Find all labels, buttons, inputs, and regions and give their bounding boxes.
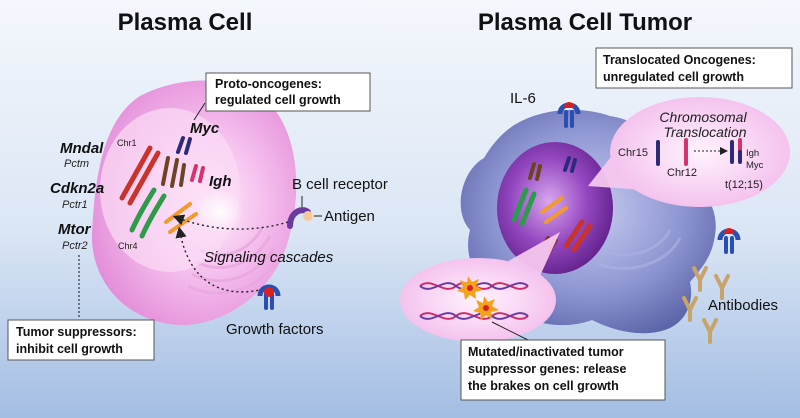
- chromosome-chr1: [119, 145, 161, 206]
- tumor-inner-membrane: [597, 229, 682, 270]
- chr4-label: Chr4: [118, 241, 138, 251]
- gene-cdkn2a-label: Cdkn2a: [50, 180, 104, 197]
- tumor-suppressors-box: Tumor suppressors: inhibit cell growth: [7, 319, 155, 361]
- suppressor-box-line2: inhibit cell growth: [16, 342, 123, 356]
- mutated-box-line1: Mutated/inactivated tumor: [468, 345, 624, 359]
- mutation-burst-2: [473, 296, 499, 320]
- chromosome-myc: [176, 136, 192, 155]
- myc-result-label: Myc: [746, 160, 764, 171]
- tumor-chromosome-red: [563, 219, 593, 253]
- gene-pctr2-label: Pctr2: [62, 240, 88, 252]
- chr15-label: Chr15: [618, 147, 648, 159]
- chromosome-igh: [190, 164, 205, 183]
- proto-oncogenes-box: Proto-oncogenes: regulated cell growth: [205, 72, 371, 112]
- chr1-label: Chr1: [117, 138, 137, 148]
- tumor-chromosome-brown: [528, 162, 542, 181]
- gene-mtor-label: Mtor: [58, 221, 92, 238]
- plasma-cell-nucleus: [100, 108, 240, 272]
- translocation-bubble: [610, 97, 790, 207]
- antibodies-icons: [682, 266, 730, 344]
- mutated-suppressor-box: Mutated/inactivated tumor suppressor gen…: [460, 339, 666, 401]
- antibodies-label: Antibodies: [708, 297, 778, 314]
- translocated-chromosomes: [730, 138, 742, 164]
- proto-box-line2: regulated cell growth: [215, 93, 341, 107]
- tumor-nucleus: [497, 142, 613, 274]
- mutated-box-line3: the brakes on cell growth: [468, 379, 619, 393]
- b-cell-receptor-label: B cell receptor: [292, 176, 388, 193]
- b-cell-receptor-icon: [287, 207, 313, 229]
- suppressor-box-line1: Tumor suppressors:: [16, 325, 137, 339]
- gene-myc-label: Myc: [190, 120, 220, 137]
- igh-result-label: Igh: [746, 148, 759, 159]
- gene-mndal-label: Mndal: [60, 140, 104, 157]
- gene-pctm-label: Pctm: [64, 158, 89, 170]
- tumor-chromosome-navy: [563, 156, 577, 173]
- chr12-label: Chr12: [667, 167, 697, 179]
- translocation-title-1: Chromosomal: [659, 109, 747, 125]
- chromosome-brown: [161, 156, 186, 188]
- signaling-label: Signaling cascades: [204, 249, 334, 266]
- tumor-chromosome-orange: [540, 196, 568, 224]
- left-title: Plasma Cell: [118, 9, 253, 36]
- t-12-15-label: t(12;15): [725, 179, 763, 191]
- tumor-receptor-icon: [717, 228, 741, 254]
- oncogenes-box: Translocated Oncogenes: unregulated cell…: [595, 47, 793, 89]
- gene-pctr1-label: Pctr1: [62, 199, 88, 211]
- il6-label: IL-6: [510, 90, 536, 107]
- antigen-label: Antigen: [324, 208, 375, 225]
- chromosome-chr4: [129, 187, 167, 239]
- proto-box-line1: Proto-oncogenes:: [215, 77, 322, 91]
- growth-factor-receptor-icon: [257, 284, 281, 310]
- tumor-chromosome-green: [511, 187, 537, 227]
- il6-receptor-icon: [557, 102, 581, 128]
- dna-bubble: [400, 258, 556, 342]
- chromosomes-right: [511, 156, 593, 256]
- cell-highlight: [196, 190, 244, 234]
- oncogenes-box-line2: unregulated cell growth: [603, 70, 744, 84]
- mutated-box-line2: suppressor genes: release: [468, 362, 626, 376]
- signaling-arrow-receptor: [172, 214, 289, 230]
- dna-helix-bottom: [419, 312, 529, 320]
- oncogenes-box-line1: Translocated Oncogenes:: [603, 53, 756, 67]
- mutation-burst-1: [457, 276, 483, 300]
- right-title: Plasma Cell Tumor: [478, 9, 692, 36]
- translocation-title-2: Translocation: [663, 124, 746, 140]
- gene-igh-label: Igh: [209, 173, 232, 190]
- proto-connector: [193, 102, 206, 121]
- growth-factors-label: Growth factors: [226, 321, 324, 338]
